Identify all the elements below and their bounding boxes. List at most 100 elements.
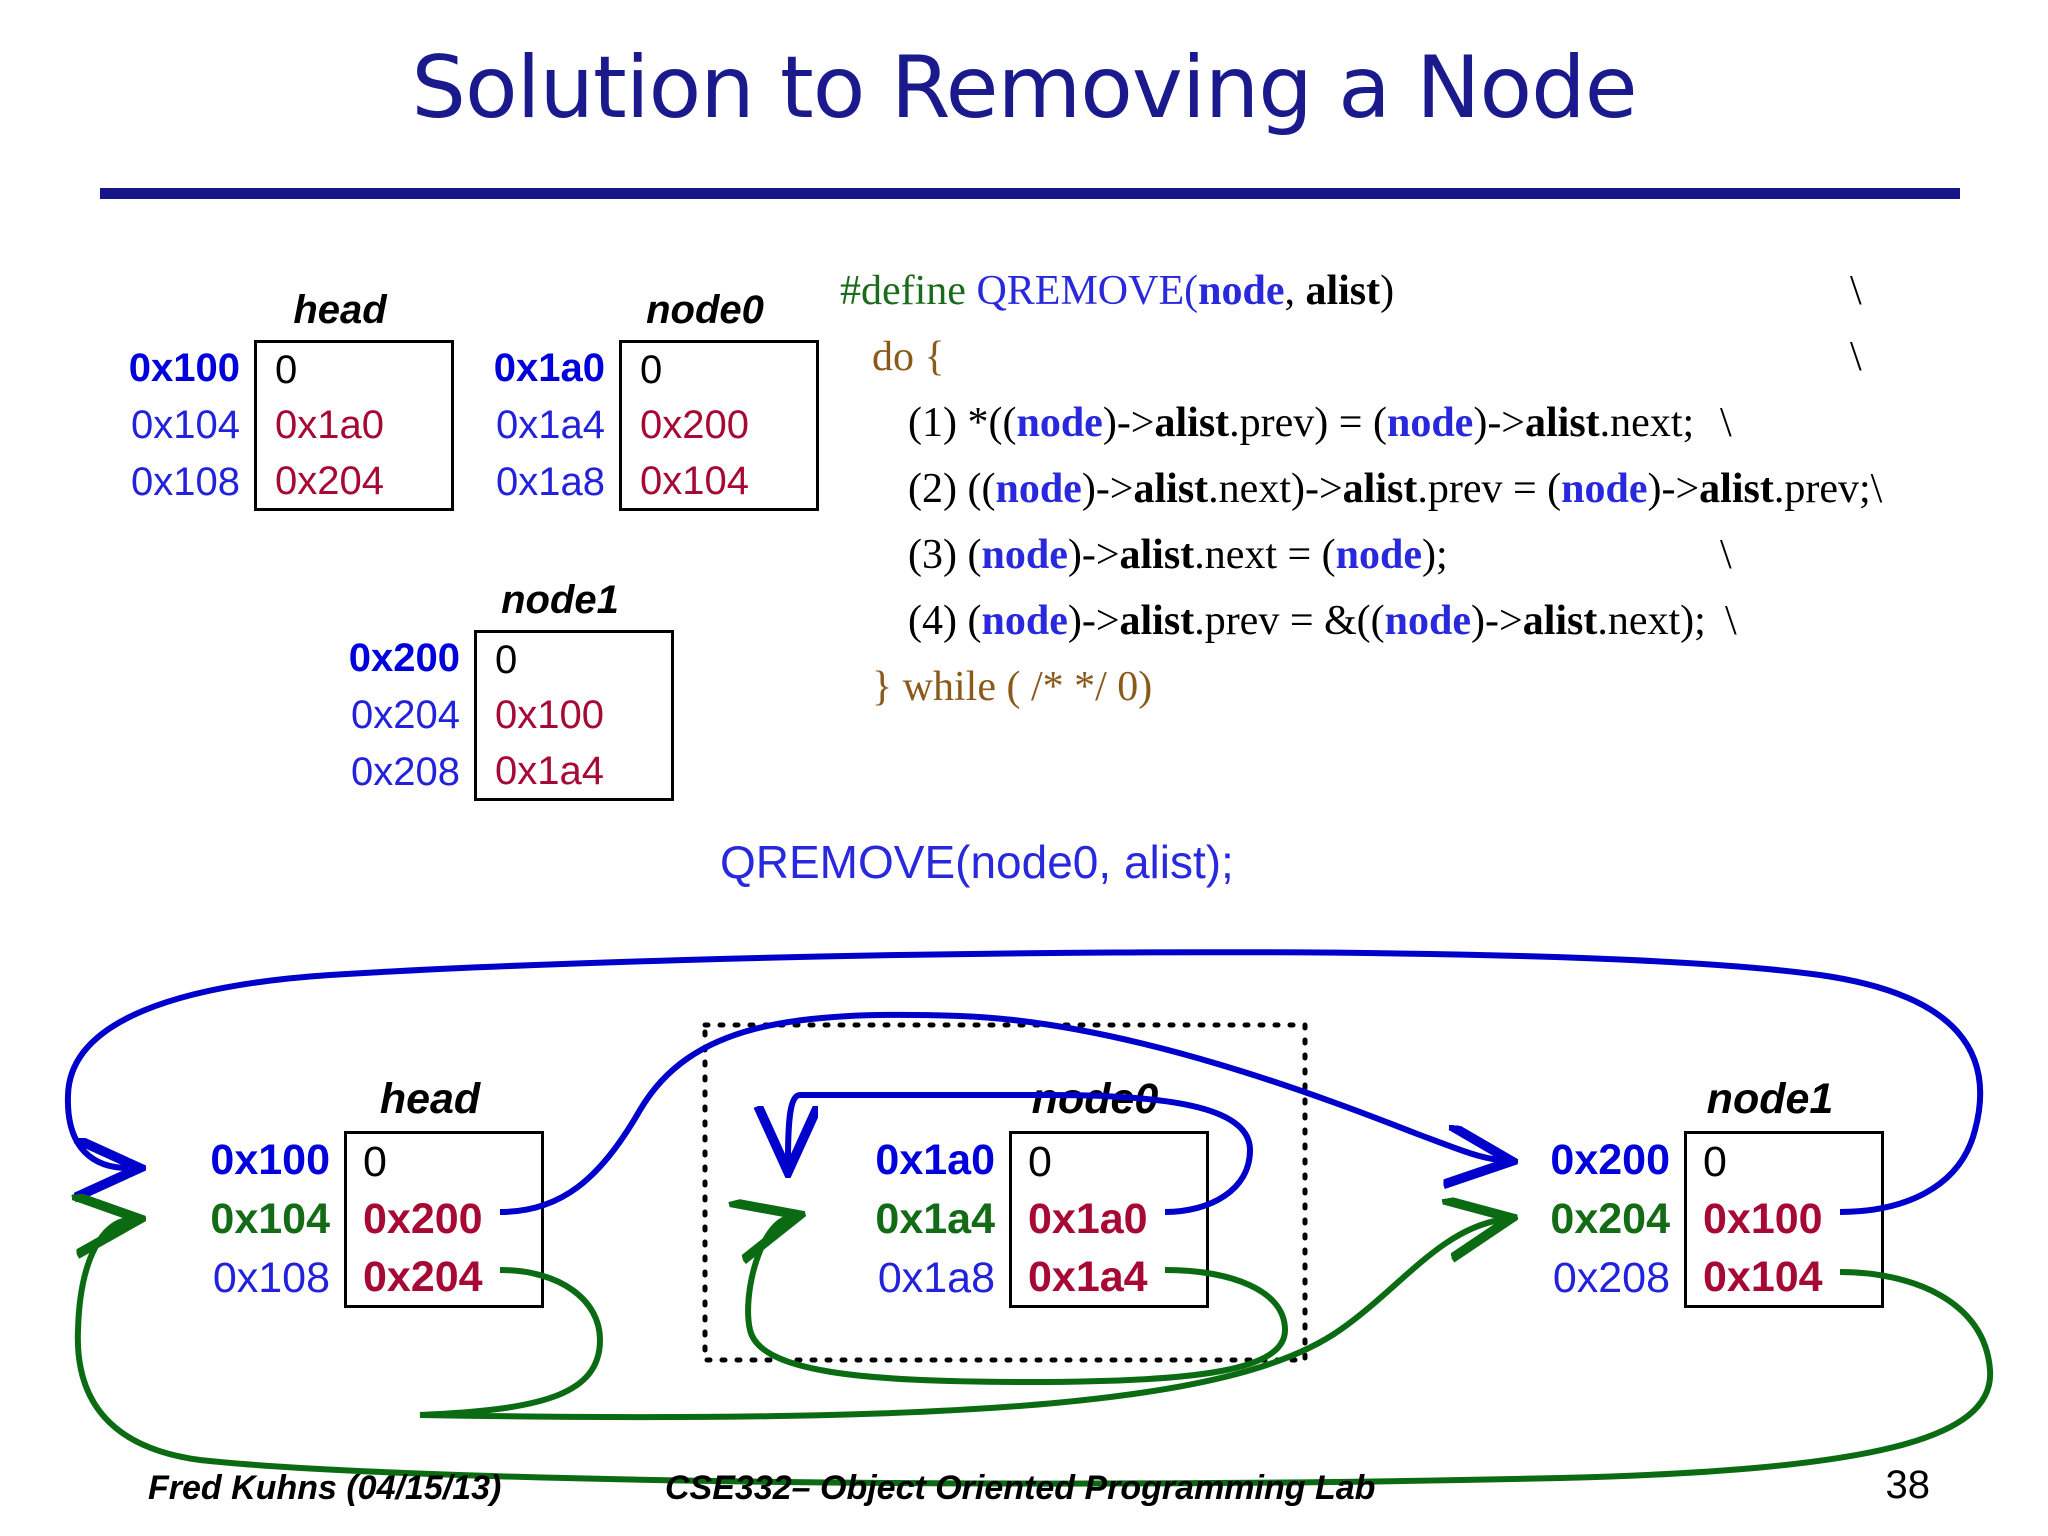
alist-ref: alist [1525,400,1600,446]
table-row: 0x104 0x200 [165,1190,544,1249]
node-ref: node [1561,466,1648,512]
cell-value: 0 [474,630,674,687]
table-row: 0x208 0x1a4 [310,744,674,801]
cell-value: 0x104 [619,454,819,511]
address-label: 0x108 [212,1254,330,1302]
address-label: 0x104 [131,403,240,447]
table-row: 0x1a8 0x104 [455,454,819,511]
code-line-do: do { \ [840,324,2000,390]
table-row: 0x208 0x104 [1505,1249,1884,1308]
step-number: (2) [908,466,957,512]
code-line-define: #define QREMOVE(node, alist) \ [840,258,2000,324]
do-keyword: do { [872,334,945,380]
table-row: 0x1a8 0x1a4 [830,1249,1209,1308]
alist-ref: alist [1119,532,1195,578]
node-ref: node [1016,400,1103,446]
cell-value: 0x204 [344,1249,544,1308]
cell-value: 0x1a0 [254,397,454,454]
expr: .next; [1599,400,1695,446]
table-caption: node0 [1031,1075,1159,1123]
address-label: 0x108 [131,460,240,504]
address-label: 0x104 [210,1195,330,1243]
table-caption: node1 [501,578,619,622]
expr: .next)-> [1208,466,1343,512]
cell-value: 0 [344,1131,544,1190]
cell-value: 0x100 [474,687,674,744]
expr: .prev = ( [1417,466,1562,512]
expr: ( [967,532,982,578]
expr: )-> [1471,598,1523,644]
table-caption: node0 [646,288,764,332]
cell-value: 0x1a4 [1009,1249,1209,1308]
line-continuation: \ [1850,334,1862,380]
qremove-call-label: QREMOVE(node0, alist); [720,836,1234,888]
expr: )-> [1081,466,1134,512]
address-label: 0x200 [348,636,460,680]
comma: , [1284,268,1306,314]
node-ref: node [1335,532,1423,578]
step-number: (3) [908,532,957,578]
node-ref: node [981,598,1068,644]
table-caption: node1 [1706,1075,1834,1123]
expr: .prev) = ( [1229,400,1387,446]
address-label: 0x100 [210,1136,330,1184]
cell-value: 0x1a0 [1009,1190,1209,1249]
address-label: 0x208 [1552,1254,1670,1302]
expr: (( [967,466,996,512]
while-statement: } while ( /* */ 0) [872,664,1153,710]
expr: .next = ( [1194,532,1336,578]
cell-value: 0x200 [344,1190,544,1249]
table-row: 0x1a0 0 [455,340,819,397]
address-label: 0x1a8 [877,1254,995,1302]
table-row: 0x1a0 0 [830,1131,1209,1190]
code-line-3: (3) (node)->alist.next = (node); \ [840,522,2000,588]
table-row: 0x100 0 [90,340,454,397]
footer-author: Fred Kuhns (04/15/13) [148,1469,502,1507]
alist-ref: alist [1342,466,1418,512]
table-row: 0x200 0 [310,630,674,687]
table-caption: head [379,1075,481,1123]
macro-definition-code: #define QREMOVE(node, alist) \ do { \ (1… [840,258,2000,720]
paren-close: ) [1380,268,1395,314]
alist-ref: alist [1119,598,1195,644]
node-ref: node [1386,400,1474,446]
table-row: 0x104 0x1a0 [90,397,454,454]
step-number: (4) [908,598,957,644]
line-continuation: \ [1870,466,1883,512]
table-row: 0x204 0x100 [1505,1190,1884,1249]
table-row: 0x200 0 [1505,1131,1884,1190]
node-ref: node [1384,598,1472,644]
code-line-1: (1) *((node)->alist.prev) = (node)->alis… [840,390,2000,456]
expr: .prev; [1773,466,1871,512]
table-row: 0x1a4 0x1a0 [830,1190,1209,1249]
title-divider [100,188,1960,199]
address-label: 0x1a4 [496,403,605,447]
address-label: 0x1a0 [875,1136,995,1184]
code-line-4: (4) (node)->alist.prev = &((node)->alist… [840,588,2000,654]
alist-ref: alist [1133,466,1209,512]
alist-ref: alist [1154,400,1230,446]
node-param: node [1198,268,1285,314]
alist-param: alist [1305,268,1381,314]
address-label: 0x208 [351,750,460,794]
table-row: 0x1a4 0x200 [455,397,819,454]
cell-value: 0x200 [619,397,819,454]
node-ref: node [981,532,1068,578]
step-number: (1) [908,400,957,446]
cell-value: 0 [619,340,819,397]
page-title: Solution to Removing a Node [411,38,1637,138]
line-continuation: \ [1720,532,1732,578]
expr: )-> [1647,466,1700,512]
address-label: 0x100 [128,346,240,390]
table-row: 0x100 0 [165,1131,544,1190]
footer-course: CSE332– Object Oriented Programming Lab [665,1469,1376,1507]
cell-value: 0 [1009,1131,1209,1190]
cell-value: 0 [254,340,454,397]
address-label: 0x1a4 [875,1195,995,1243]
expr: *(( [967,400,1017,446]
expr: ( [967,598,982,644]
expr: ); [1422,532,1448,578]
table-row: 0x108 0x204 [165,1249,544,1308]
line-continuation: \ [1725,598,1737,644]
table-caption: head [293,288,387,332]
